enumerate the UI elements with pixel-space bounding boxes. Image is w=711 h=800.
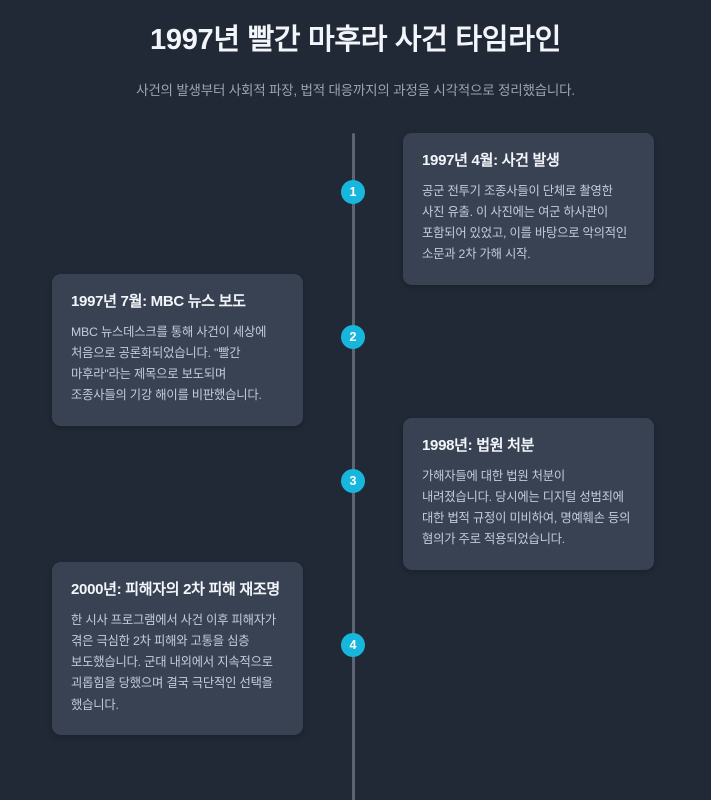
timeline-card-title: 1998년: 법원 처분 — [422, 437, 535, 455]
timeline-axis-line — [351, 133, 355, 800]
timeline-card-body: 한 시사 프로그램에서 사건 이후 피해자가 겪은 극심한 2차 피해와 고통을… — [71, 613, 277, 712]
timeline-card[interactable]: 1997년 4월: 사건 발생 공군 전투기 조종사들이 단체로 촬영한 사진 … — [403, 133, 654, 285]
timeline-card-title: 1997년 4월: 사건 발생 — [422, 152, 560, 170]
timeline-marker[interactable]: 3 — [341, 469, 365, 494]
timeline-card-body: 공군 전투기 조종사들이 단체로 촬영한 사진 유출. 이 사진에는 여군 하사… — [422, 184, 628, 262]
page-header: 1997년 빨간 마후라 사건 타임라인 사건의 발생부터 사회적 파장, 법적… — [0, 0, 711, 99]
timeline-card[interactable]: 2000년: 피해자의 2차 피해 재조명 한 시사 프로그램에서 사건 이후 … — [52, 562, 303, 735]
timeline-card-title: 1997년 7월: MBC 뉴스 보도 — [71, 293, 246, 311]
timeline-marker[interactable]: 4 — [341, 633, 365, 658]
timeline-marker[interactable]: 2 — [341, 325, 365, 350]
page-title: 1997년 빨간 마후라 사건 타임라인 — [150, 24, 561, 56]
timeline-card[interactable]: 1997년 7월: MBC 뉴스 보도 MBC 뉴스데스크를 통해 사건이 세상… — [52, 274, 303, 426]
timeline-card-body: 가해자들에 대한 법원 처분이 내려졌습니다. 당시에는 디지털 성범죄에 대한… — [422, 469, 631, 547]
timeline-card[interactable]: 1998년: 법원 처분 가해자들에 대한 법원 처분이 내려졌습니다. 당시에… — [403, 418, 654, 570]
timeline: 1 1997년 4월: 사건 발생 공군 전투기 조종사들이 단체로 촬영한 사… — [0, 133, 711, 800]
timeline-marker[interactable]: 1 — [341, 180, 365, 205]
page-subtitle: 사건의 발생부터 사회적 파장, 법적 대응까지의 과정을 시각적으로 정리했습… — [136, 83, 575, 99]
timeline-card-title: 2000년: 피해자의 2차 피해 재조명 — [71, 581, 280, 599]
timeline-card-body: MBC 뉴스데스크를 통해 사건이 세상에 처음으로 공론화되었습니다. "빨간… — [71, 325, 267, 403]
